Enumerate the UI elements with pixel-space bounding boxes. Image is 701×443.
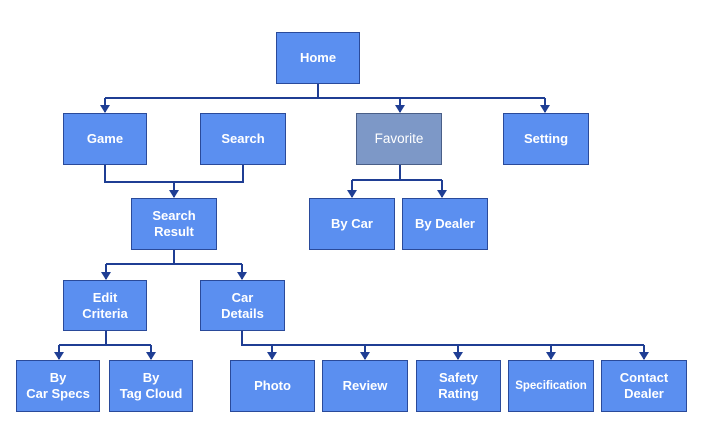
arrowhead-search-result (169, 190, 179, 198)
node-by-car-specs[interactable]: By Car Specs (16, 360, 100, 412)
arrowhead-by-car (347, 190, 357, 198)
connector-home-children (104, 84, 546, 112)
arrowhead-setting (540, 105, 550, 113)
arrowhead-by-car-specs (54, 352, 64, 360)
arrowhead-specification (546, 352, 556, 360)
connector-search-result-children (105, 250, 243, 279)
node-by-dealer[interactable]: By Dealer (402, 198, 488, 250)
node-edit-criteria[interactable]: Edit Criteria (63, 280, 147, 331)
node-setting[interactable]: Setting (503, 113, 589, 165)
arrowhead-by-tag-cloud (146, 352, 156, 360)
node-by-tag-cloud[interactable]: By Tag Cloud (109, 360, 193, 412)
arrowhead-contact-dealer (639, 352, 649, 360)
arrowhead-car-details (237, 272, 247, 280)
arrowhead-by-dealer (437, 190, 447, 198)
node-specification[interactable]: Specification (508, 360, 594, 412)
node-review[interactable]: Review (322, 360, 408, 412)
arrowhead-game (100, 105, 110, 113)
node-search-result[interactable]: Search Result (131, 198, 217, 250)
connector-car-details-children (241, 331, 645, 359)
connector-edit-criteria-children (58, 331, 152, 359)
node-by-car[interactable]: By Car (309, 198, 395, 250)
connector-favorite-children (351, 165, 443, 197)
node-photo[interactable]: Photo (230, 360, 315, 412)
node-search[interactable]: Search (200, 113, 286, 165)
node-safety-rating[interactable]: Safety Rating (416, 360, 501, 412)
arrowhead-review (360, 352, 370, 360)
arrowhead-edit-criteria (101, 272, 111, 280)
arrowhead-safety-rating (453, 352, 463, 360)
node-favorite[interactable]: Favorite (356, 113, 442, 165)
node-car-details[interactable]: Car Details (200, 280, 285, 331)
node-home[interactable]: Home (276, 32, 360, 84)
node-contact-dealer[interactable]: Contact Dealer (601, 360, 687, 412)
arrowhead-favorite (395, 105, 405, 113)
node-game[interactable]: Game (63, 113, 147, 165)
arrowhead-photo (267, 352, 277, 360)
